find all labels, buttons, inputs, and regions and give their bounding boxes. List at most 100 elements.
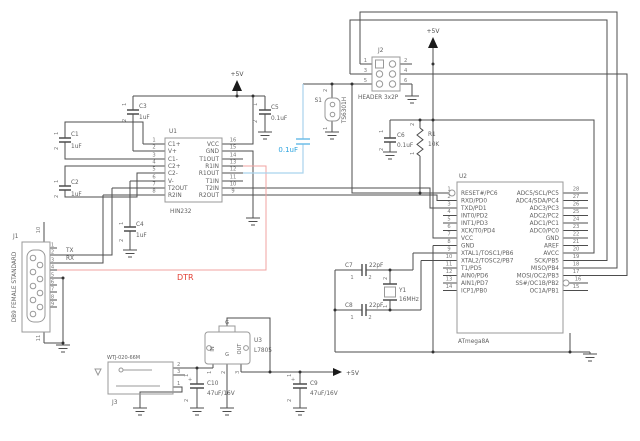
u2-reset-bubble xyxy=(448,189,456,197)
ref-des: C7 xyxy=(345,263,353,269)
u3-regulator: U3 L7805 IN G OUT G 1 2 3 xyxy=(207,320,272,374)
pin-number: 1 xyxy=(122,103,128,106)
pin-label: T1/PD5 xyxy=(460,266,482,272)
capacitors-left: C1 1uF 1 2 C2 1uF 1 2 C3 1uF 1 2 C4 1uF … xyxy=(54,103,287,242)
pin-label: C2+ xyxy=(168,164,181,170)
j2-header: J2 HEADER 3x2P 1 2 3 4 5 6 xyxy=(358,48,408,101)
pin-label: ADC2/PC2 xyxy=(530,214,560,220)
pin-label: R2OUT xyxy=(199,193,220,199)
pin-number: 1 xyxy=(119,222,125,225)
ref-des: U2 xyxy=(459,174,467,180)
part-number: TS6301H xyxy=(342,97,348,124)
vcc-arrow-u1 xyxy=(232,80,242,91)
vcc-arrow-j2 xyxy=(428,37,438,48)
wire-reset-cap xyxy=(243,84,310,174)
pin-label: T1IN xyxy=(205,179,219,185)
pin-number: 2 xyxy=(253,120,259,123)
pin-label: V- xyxy=(168,179,174,185)
pin-label: ADC3/PC3 xyxy=(530,206,560,212)
tx-label: TX xyxy=(65,248,74,254)
pin-number: 28 xyxy=(573,187,580,193)
pin-number: 13 xyxy=(230,160,237,166)
u2-atmega8a: U2 ATmega8A RESET#/PC6 RXD/PD0 TXD/PD1 I… xyxy=(446,174,582,345)
ref-des: C3 xyxy=(139,104,147,110)
pin-number: 1 xyxy=(323,127,329,130)
ref-des: U3 xyxy=(254,338,262,344)
pin-label: C1- xyxy=(168,157,178,163)
pin-number: 1 xyxy=(177,381,180,387)
pin-number: 2 xyxy=(410,123,416,126)
pin-number: 4 xyxy=(152,160,156,166)
pin-number: 20 xyxy=(573,247,580,253)
pin-number: 2 xyxy=(447,194,450,200)
j3-name: WTJ-020-66M xyxy=(107,355,140,361)
pin-label: RXD/PD0 xyxy=(461,199,487,205)
pin-number: 25 xyxy=(573,209,580,215)
c6-r1: C6 0.1uF 1 2 R1 10K 2 1 xyxy=(379,123,439,155)
ref-des: J3 xyxy=(111,400,118,406)
pin-label: ADC1/PC1 xyxy=(530,221,560,227)
pin-number: 26 xyxy=(573,202,580,208)
pin-number: 6 xyxy=(447,224,450,230)
polarity-mark: + xyxy=(188,377,192,383)
pin-label: G xyxy=(225,352,229,358)
pin-number: 5 xyxy=(447,217,450,223)
pin-number: 8 xyxy=(447,239,450,245)
pin-label: C2- xyxy=(168,171,178,177)
j3-outline xyxy=(107,361,174,395)
ref-des: C8 xyxy=(345,303,353,309)
pin-number: 9 xyxy=(231,189,234,195)
pin-label: T1OUT xyxy=(198,157,219,163)
pin-number: 9 xyxy=(447,247,450,253)
pin-label: T2OUT xyxy=(167,186,188,192)
pin-number: 14 xyxy=(446,284,453,290)
pin-number: 3 xyxy=(152,153,155,159)
pin-label: OUT xyxy=(237,343,243,355)
cap-value: 1uF xyxy=(136,233,147,239)
pin-number: 2 xyxy=(221,371,227,374)
pin-number: 2 xyxy=(119,239,125,242)
pin-number: 9 xyxy=(51,302,54,308)
vcc-arrow-reg xyxy=(333,368,342,376)
pin-label: R2IN xyxy=(168,193,182,199)
pin-number: 11 xyxy=(36,335,42,342)
vcc-label-2: +5V xyxy=(427,28,441,35)
ref-des: C10 xyxy=(207,381,219,387)
pin-number: 3 xyxy=(235,371,241,374)
pin-number: 10 xyxy=(446,254,453,260)
pin-label: G xyxy=(225,320,229,326)
pin-label: IN xyxy=(210,346,216,351)
u2-outline xyxy=(456,181,564,334)
pin-label: TXD/PD1 xyxy=(460,206,487,212)
pin-number: 1 xyxy=(447,187,450,193)
pin-label: OC1A/PB1 xyxy=(530,289,560,295)
pin-number: 2 xyxy=(368,275,371,281)
crystal-circuit: C7 22pF 1 2 C8 22pF 1 2 Y1 16MHz 2 1 xyxy=(345,263,419,321)
pin-number: 1 xyxy=(287,374,293,377)
pin-label: V+ xyxy=(168,149,177,155)
pin-number: 2 xyxy=(152,145,155,151)
ground-symbols xyxy=(55,95,598,416)
j1-name: DB9 FEMALE STANDARD xyxy=(12,251,18,322)
pin-label: INT0/PD2 xyxy=(461,214,488,220)
rx-label: RX xyxy=(66,256,74,262)
pin-number: 8 xyxy=(51,295,54,301)
pin-number: 5 xyxy=(364,78,367,84)
ref-des: R1 xyxy=(428,132,436,138)
pin-number: 1 xyxy=(364,58,367,64)
pin-label: C1+ xyxy=(168,142,181,148)
pin-number: 10 xyxy=(230,182,237,188)
pin-number: 2 xyxy=(54,147,60,150)
vcc-label-1: +5V xyxy=(231,71,245,78)
pin-number: 1 xyxy=(152,138,155,144)
ref-des: Y1 xyxy=(398,288,407,294)
pin-number: 23 xyxy=(573,224,580,230)
pin-number: 2 xyxy=(323,89,329,92)
pin-label: AIN1/PD7 xyxy=(461,281,489,287)
part-number: ATmega8A xyxy=(458,339,489,345)
pin-number: 1 xyxy=(54,132,60,135)
pin-label: AIN0/PD6 xyxy=(461,274,489,280)
pin-number: 7 xyxy=(51,287,54,293)
pin-label: SS#/OC1B/PB2 xyxy=(515,281,559,287)
